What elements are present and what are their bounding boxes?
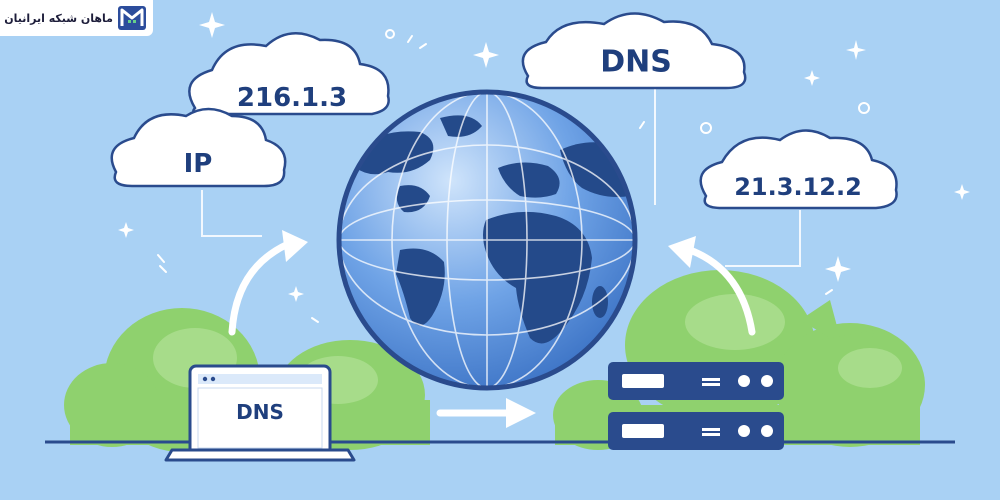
connector-lines <box>201 88 801 267</box>
globe-gridlines <box>339 92 635 388</box>
ip-address-right: 21.3.12.2 <box>734 173 862 201</box>
brand-name: ماهان شبکه ایرانیان <box>4 11 113 25</box>
brand-badge: ماهان شبکه ایرانیان <box>0 0 153 36</box>
decor-circles <box>385 29 870 134</box>
globe-icon <box>336 89 638 391</box>
sparkle-icon <box>118 12 970 302</box>
mahan-m-logo-icon <box>118 6 146 30</box>
arrow-icon-right-down <box>686 246 756 336</box>
dns-cloud-label: DNS <box>600 44 672 80</box>
cloud-dns-label <box>521 12 747 90</box>
cloud-ip-address-right <box>699 129 898 210</box>
arrow-icon-horizontal <box>436 398 536 428</box>
laptop-screen-text: DNS <box>236 400 284 424</box>
ip-label: IP <box>183 149 213 179</box>
decor-dashes <box>157 35 833 323</box>
arrow-right-down-head <box>668 236 696 268</box>
arrow-icon-left-up <box>228 240 292 336</box>
cloud-ip-label <box>110 107 287 188</box>
cloud-ip-address-left <box>188 32 390 116</box>
ip-address-left: 216.1.3 <box>236 83 348 113</box>
laptop-icon <box>164 364 356 462</box>
arrow-left-up-head <box>282 230 308 262</box>
server-icon <box>608 362 784 450</box>
foliage-right-highlight <box>685 294 902 388</box>
